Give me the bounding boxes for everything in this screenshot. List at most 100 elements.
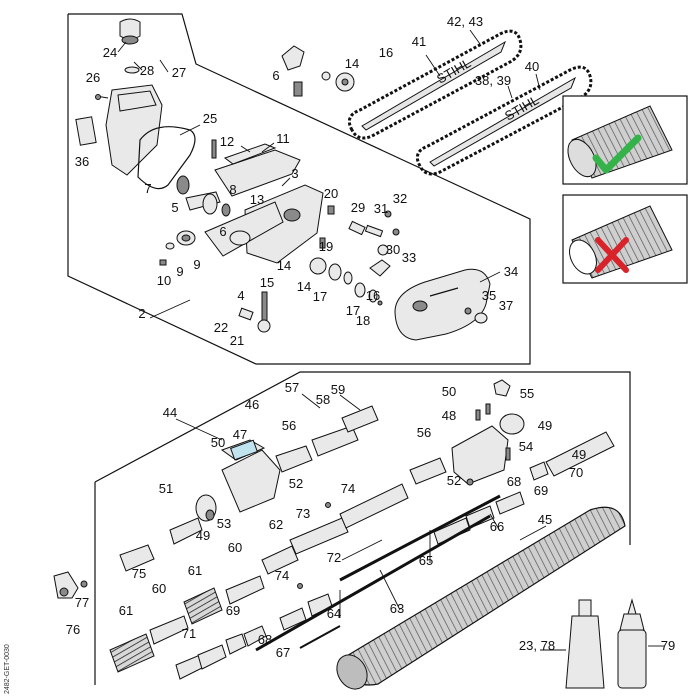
callout-label: 25 bbox=[203, 111, 217, 126]
callout-label: 79 bbox=[661, 638, 675, 653]
callout-label: 21 bbox=[230, 333, 244, 348]
callout-label: 50 bbox=[442, 384, 456, 399]
callout-label: 71 bbox=[182, 626, 196, 641]
callout-label: 13 bbox=[250, 192, 264, 207]
callout-label: 50 bbox=[211, 435, 225, 450]
callout-label: 60 bbox=[152, 581, 166, 596]
callout-label: 54 bbox=[519, 439, 533, 454]
callout-label: 68 bbox=[258, 632, 272, 647]
callout-label: 66 bbox=[490, 519, 504, 534]
gearbox-housing bbox=[204, 139, 324, 264]
callout-label: 60 bbox=[228, 540, 242, 555]
callout-label: 72 bbox=[327, 550, 341, 565]
side-reference-code: 2482-GET-0030 bbox=[4, 644, 11, 694]
callout-label: 29 bbox=[351, 200, 365, 215]
callout-label: 65 bbox=[419, 553, 433, 568]
gasket bbox=[137, 126, 196, 190]
callout-label: 6 bbox=[219, 224, 226, 239]
callout-label: 9 bbox=[176, 264, 183, 279]
check-mark-icon bbox=[592, 134, 642, 174]
oil-bottle bbox=[617, 598, 647, 689]
callout-label: 3 bbox=[291, 166, 298, 181]
callout-label: 73 bbox=[296, 506, 310, 521]
oil-tank-assembly bbox=[75, 18, 163, 176]
tubes-sleeves bbox=[119, 405, 615, 680]
callout-label: 36 bbox=[75, 154, 89, 169]
callout-label: 14 bbox=[345, 56, 359, 71]
callout-label: 2 bbox=[138, 306, 145, 321]
shaft-coupling-head-left bbox=[195, 439, 281, 522]
drive-sprocket-parts bbox=[281, 45, 355, 97]
wrong-fit-box bbox=[562, 194, 688, 284]
shaft-group-frame bbox=[94, 371, 631, 685]
callout-label: 74 bbox=[275, 568, 289, 583]
callout-label: 61 bbox=[188, 563, 202, 578]
callout-label: 33 bbox=[402, 250, 416, 265]
ribbed-handle-tube bbox=[336, 506, 626, 690]
callout-label: 19 bbox=[319, 239, 333, 254]
callout-label: 62 bbox=[269, 517, 283, 532]
callout-label: 41 bbox=[412, 34, 426, 49]
callout-label: 49 bbox=[572, 447, 586, 462]
callout-label: 55 bbox=[520, 386, 534, 401]
leader-lines bbox=[117, 29, 664, 651]
callout-label: 68 bbox=[507, 474, 521, 489]
callout-label: 75 bbox=[132, 566, 146, 581]
callout-label: 20 bbox=[324, 186, 338, 201]
harness-clip bbox=[53, 571, 88, 599]
callout-label: 17 bbox=[313, 289, 327, 304]
callout-label: 59 bbox=[331, 382, 345, 397]
callout-label: 38, 39 bbox=[475, 73, 511, 88]
callout-label: 22 bbox=[214, 320, 228, 335]
callout-label: 52 bbox=[289, 476, 303, 491]
callout-label: 64 bbox=[327, 606, 341, 621]
callout-label: 49 bbox=[538, 418, 552, 433]
sprocket-cover bbox=[394, 268, 491, 341]
callout-label: 16 bbox=[379, 45, 393, 60]
callout-label: 5 bbox=[171, 200, 178, 215]
callout-label: 24 bbox=[103, 45, 117, 60]
callout-label: 16 bbox=[366, 288, 380, 303]
callout-label: 63 bbox=[390, 601, 404, 616]
correct-fit-box bbox=[562, 95, 688, 185]
callout-label: 14 bbox=[297, 279, 311, 294]
callout-label: 58 bbox=[316, 392, 330, 407]
callout-label: 76 bbox=[66, 622, 80, 637]
callout-label: 10 bbox=[157, 273, 171, 288]
callout-label: 28 bbox=[140, 63, 154, 78]
callout-label: 56 bbox=[282, 418, 296, 433]
gear-shaft-parts bbox=[159, 175, 231, 266]
callout-label: 37 bbox=[499, 298, 513, 313]
callout-label: 7 bbox=[144, 181, 151, 196]
callout-label: 17 bbox=[346, 303, 360, 318]
callout-label: 56 bbox=[417, 425, 431, 440]
shaft-coupling-head-right bbox=[451, 379, 525, 486]
callout-label: 31 bbox=[374, 201, 388, 216]
springs bbox=[109, 587, 223, 673]
drive-shafts bbox=[255, 494, 501, 652]
callout-label: 51 bbox=[159, 481, 173, 496]
callout-label: 30 bbox=[386, 242, 400, 257]
callout-label: 26 bbox=[86, 70, 100, 85]
callout-label: 40 bbox=[525, 59, 539, 74]
callout-label: 11 bbox=[276, 131, 290, 146]
callout-label: 42, 43 bbox=[447, 14, 483, 29]
callout-label: 8 bbox=[229, 182, 236, 197]
callout-label: 52 bbox=[447, 473, 461, 488]
callout-label: 4 bbox=[237, 288, 244, 303]
callout-label: 32 bbox=[393, 191, 407, 206]
callout-label: 45 bbox=[538, 512, 552, 527]
callout-label: 27 bbox=[172, 65, 186, 80]
callout-label: 67 bbox=[276, 645, 290, 660]
callout-label: 12 bbox=[220, 134, 234, 149]
callout-label: 70 bbox=[569, 465, 583, 480]
callout-label: 35 bbox=[482, 288, 496, 303]
callout-label: 14 bbox=[277, 258, 291, 273]
small-hardware bbox=[238, 205, 400, 333]
callout-label: 77 bbox=[75, 595, 89, 610]
callout-label: 48 bbox=[442, 408, 456, 423]
callout-label: 53 bbox=[217, 516, 231, 531]
